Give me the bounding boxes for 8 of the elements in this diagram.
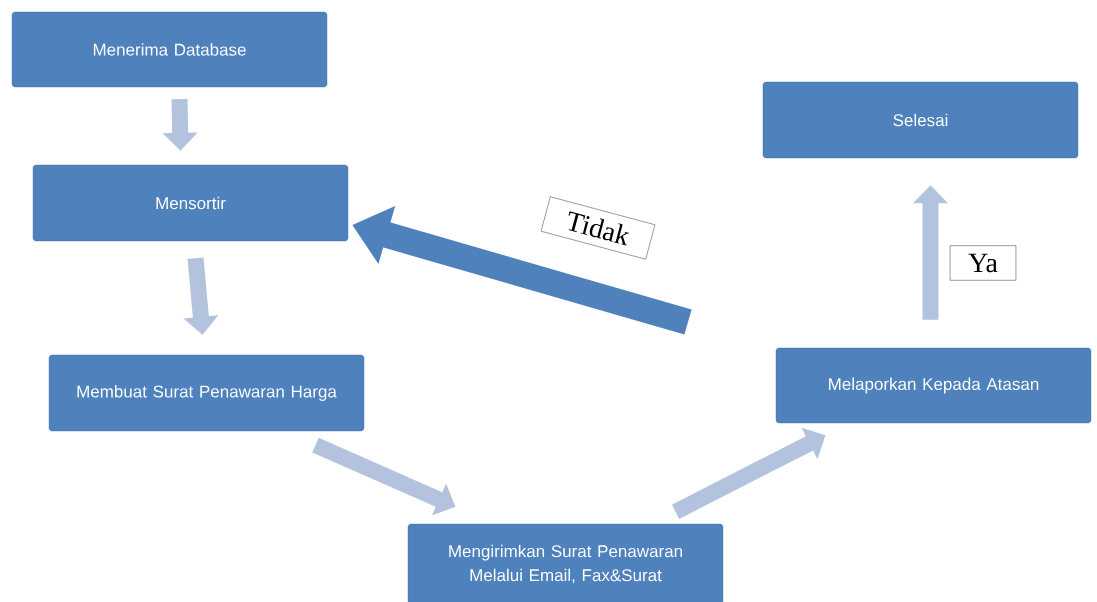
edge-label: Ya — [949, 245, 1017, 281]
edge-label: Tidak — [540, 196, 656, 260]
process-box: Selesai — [762, 81, 1079, 159]
process-box: Mensortir — [32, 164, 349, 242]
process-box: Menerima Database — [11, 11, 328, 88]
process-box: Membuat Surat Penawaran Harga — [48, 354, 365, 432]
process-box: Melaporkan Kepada Atasan — [775, 347, 1092, 424]
process-box: Mengirimkan Surat Penawaran Melalui Email, Fax&Surat — [407, 523, 724, 602]
